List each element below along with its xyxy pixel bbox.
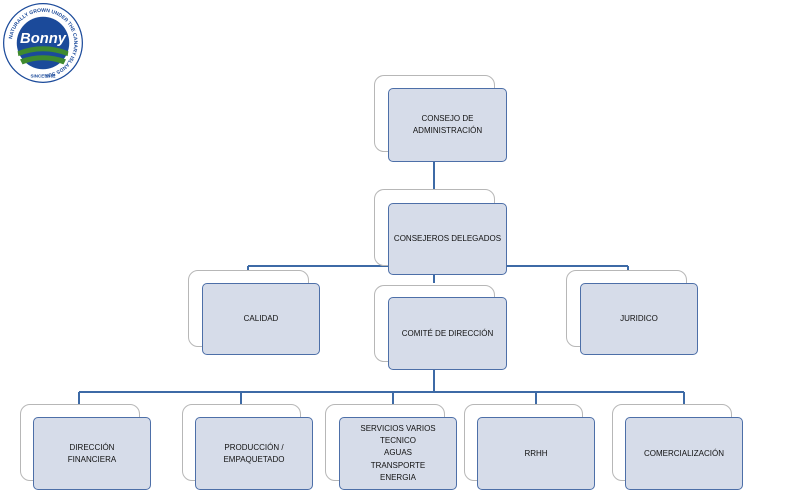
node-servicios-line-4: TRANSPORTE [370,460,426,470]
node-servicios-line-2: TECNICO [380,435,416,445]
node-produccion-line-2: EMPAQUETADO [223,454,285,464]
node-servicios-line-1: SERVICIOS VARIOS [360,423,436,433]
node-comite-line-1: COMITÉ DE DIRECCIÓN [401,328,494,338]
node-comercial: COMERCIALIZACIÓN [625,417,743,490]
node-consejo-line-2: ADMINISTRACIÓN [412,126,483,135]
node-consejo-line-1: CONSEJO DE [421,114,474,124]
node-juridico-line-1: JURIDICO [620,314,658,324]
node-comercial-line-1: COMERCIALIZACIÓN [643,448,724,458]
node-delegados: CONSEJEROS DELEGADOS [388,203,507,275]
node-servicios-line-3: AGUAS [383,448,412,458]
node-calidad-line-1: CALIDAD [243,314,279,324]
node-produccion: PRODUCCIÓN / EMPAQUETADO [195,417,313,490]
node-delegados-line-1: CONSEJEROS DELEGADOS [393,234,502,244]
node-financiera-line-1: DIRECCIÓN [69,442,115,452]
node-juridico: JURIDICO [580,283,698,355]
node-produccion-line-1: PRODUCCIÓN / [224,442,284,452]
node-servicios: SERVICIOS VARIOS TECNICO AGUAS TRANSPORT… [339,417,457,490]
logo-since-text: SINCE 1932 [30,73,56,78]
node-consejo: CONSEJO DE ADMINISTRACIÓN [388,88,507,162]
node-financiera: DIRECCIÓN FINANCIERA [33,417,151,490]
logo-inner-circle [16,16,70,70]
node-servicios-line-5: ENERGIA [379,473,416,483]
node-rrhh-line-1: RRHH [524,448,548,458]
node-comite: COMITÉ DE DIRECCIÓN [388,297,507,370]
node-rrhh: RRHH [477,417,595,490]
connector-comite-level3 [78,358,685,404]
logo-field-stripes [17,46,69,65]
bonny-logo: NATURALLY GROWN UNDER THE CANARY ISLANDS… [3,3,83,83]
node-calidad: CALIDAD [202,283,320,355]
node-financiera-line-2: FINANCIERA [67,454,117,464]
logo-brand-text: Bonny [20,31,67,47]
